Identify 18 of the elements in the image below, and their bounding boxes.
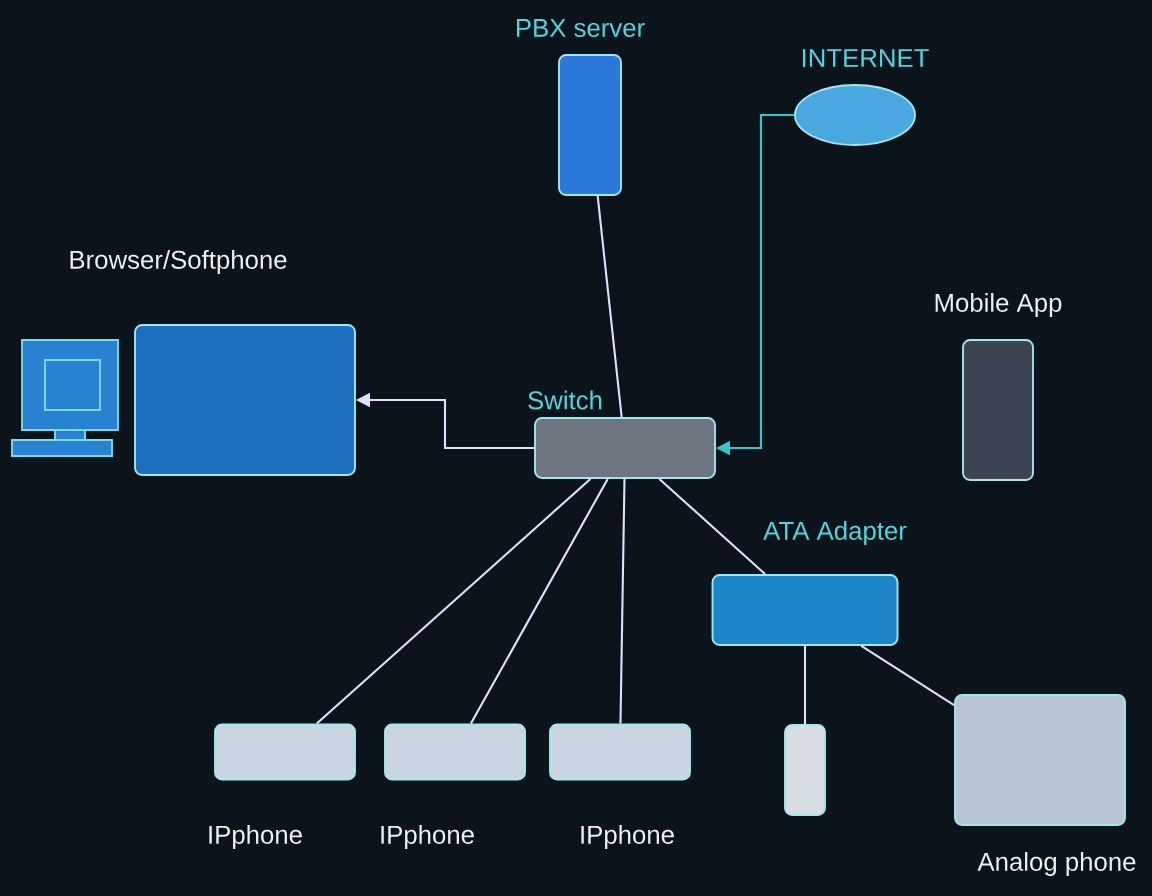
device-label: Browser/Softphone <box>70 250 287 274</box>
device-label: Switch <box>528 390 602 410</box>
device-label: Mobile App <box>935 293 1062 317</box>
device-label: IPphone <box>209 825 302 849</box>
connector-line <box>860 645 955 707</box>
connector-line <box>470 478 609 725</box>
connector-line <box>316 478 592 725</box>
device-label: PBX server <box>516 19 645 37</box>
connector-line <box>619 478 626 724</box>
connector-line <box>658 478 766 575</box>
device-label: INTERNET <box>802 49 929 67</box>
connector-line <box>803 645 807 725</box>
device-label: ATA Adapter <box>763 521 907 545</box>
connector-line <box>596 195 623 418</box>
device-label: Analog phone <box>977 852 1136 876</box>
device-label: IPphone <box>581 825 674 849</box>
device-label: IPphone <box>381 825 474 849</box>
cordless-phone-drawing <box>784 724 826 816</box>
